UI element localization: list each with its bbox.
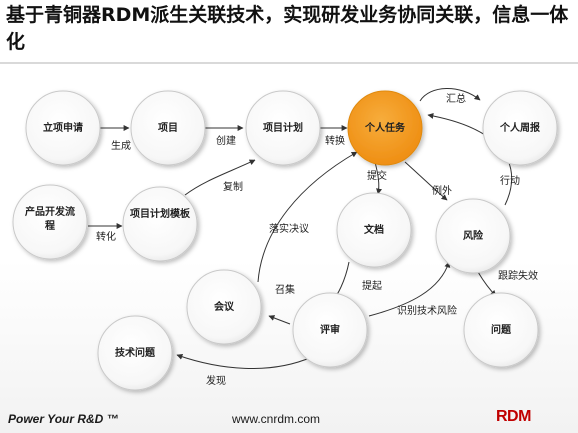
edge-label-shibie: 识别技术风险 <box>397 304 457 317</box>
node-chanpin: 产品开发流程 <box>12 184 88 260</box>
node-circle <box>292 292 368 368</box>
edge-label-chuangjian: 创建 <box>216 134 236 147</box>
edge-label-huizong: 汇总 <box>446 92 466 105</box>
footer: Power Your R&D ™ www.cnrdm.com RDM <box>0 400 578 433</box>
edge-pingshen-jishu <box>176 353 313 369</box>
node-xiangmu: 项目 <box>130 90 206 166</box>
node-circle <box>463 292 539 368</box>
rdm-logo: RDM <box>496 408 531 425</box>
node-fengxian: 风险 <box>435 198 511 274</box>
node-label: 风险 <box>463 229 484 242</box>
edge-label-tiqi: 提起 <box>362 280 382 292</box>
node-label-wrap: 项目计划模板 <box>130 209 190 220</box>
node-wenti: 问题 <box>463 292 539 368</box>
edge-label-tijiao: 提交 <box>367 169 387 182</box>
node-lixiang: 立项申请 <box>25 90 101 166</box>
edge-pingshen-huiyi <box>268 315 291 325</box>
edge-label-faxian: 发现 <box>206 374 226 387</box>
node-label: 项目计划模板 <box>130 209 190 220</box>
edge-fengxian-wenti <box>477 271 497 297</box>
node-moban: 项目计划模板 <box>122 186 198 262</box>
node-label: 个人任务 <box>364 121 406 134</box>
node-label: 立项申请 <box>43 121 83 134</box>
node-label: 产品开发流程 <box>25 207 75 232</box>
edge-pingshen-fengxian <box>368 261 451 317</box>
node-circle <box>336 192 412 268</box>
edge-label-zhaoji: 召集 <box>275 283 295 296</box>
node-circle-highlight <box>347 90 423 166</box>
node-label: 评审 <box>320 323 340 336</box>
node-circle <box>245 90 321 166</box>
node-jishu: 技术问题 <box>97 315 173 391</box>
edge-renwu-fengxian <box>404 161 448 201</box>
edge-renwu-zhoubao <box>419 88 481 102</box>
node-circle <box>130 90 206 166</box>
node-label: 项目 <box>158 122 178 134</box>
edge-labels: 生成 创建 转换 汇总 转化 复制 提交 例外 行动 落实决议 跟踪失效 召集 … <box>96 92 538 387</box>
edge-moban-jihua <box>184 159 256 196</box>
node-circle <box>482 90 558 166</box>
node-label: 会议 <box>214 300 235 313</box>
node-label-wrap: 产品开发流程 <box>25 207 75 232</box>
edge-huiyi-renwu <box>257 151 358 283</box>
node-jihua: 项目计划 <box>245 90 321 166</box>
node-label: 技术问题 <box>115 346 156 359</box>
edge-label-zhuanhua: 转化 <box>96 230 116 243</box>
edge-label-genzong: 跟踪失效 <box>498 269 538 282</box>
node-label: 问题 <box>491 323 512 336</box>
node-circle <box>25 90 101 166</box>
node-circle <box>12 184 88 260</box>
edge-label-fuzhi: 复制 <box>223 180 243 193</box>
edges-group <box>88 88 513 369</box>
edge-label-zhuanhuan: 转换 <box>325 134 345 147</box>
node-zhoubao: 个人周报 <box>482 90 558 166</box>
node-label: 个人周报 <box>499 121 540 134</box>
edge-label-shengcheng: 生成 <box>111 139 131 152</box>
slide-title: 基于青铜器RDM派生关联技术，实现研发业务协同关联，信息一体化 <box>6 4 569 53</box>
node-renwu: 个人任务 <box>347 90 423 166</box>
node-circle <box>97 315 173 391</box>
node-circle <box>186 269 262 345</box>
node-label: 项目计划 <box>263 121 303 134</box>
node-huiyi: 会议 <box>186 269 262 345</box>
node-label: 文档 <box>364 223 384 236</box>
footer-url: www.cnrdm.com <box>232 412 321 426</box>
edge-renwu-wendang <box>374 161 382 195</box>
footer-tagline: Power Your R&D ™ <box>8 412 119 426</box>
edge-label-xingdong: 行动 <box>500 174 520 187</box>
edge-label-liwai: 例外 <box>432 184 452 197</box>
node-wendang: 文档 <box>336 192 412 268</box>
node-pingshen: 评审 <box>292 292 368 368</box>
edge-label-luoshi: 落实决议 <box>269 222 309 235</box>
node-circle <box>122 186 198 262</box>
title-divider <box>0 62 578 64</box>
node-circle <box>435 198 511 274</box>
